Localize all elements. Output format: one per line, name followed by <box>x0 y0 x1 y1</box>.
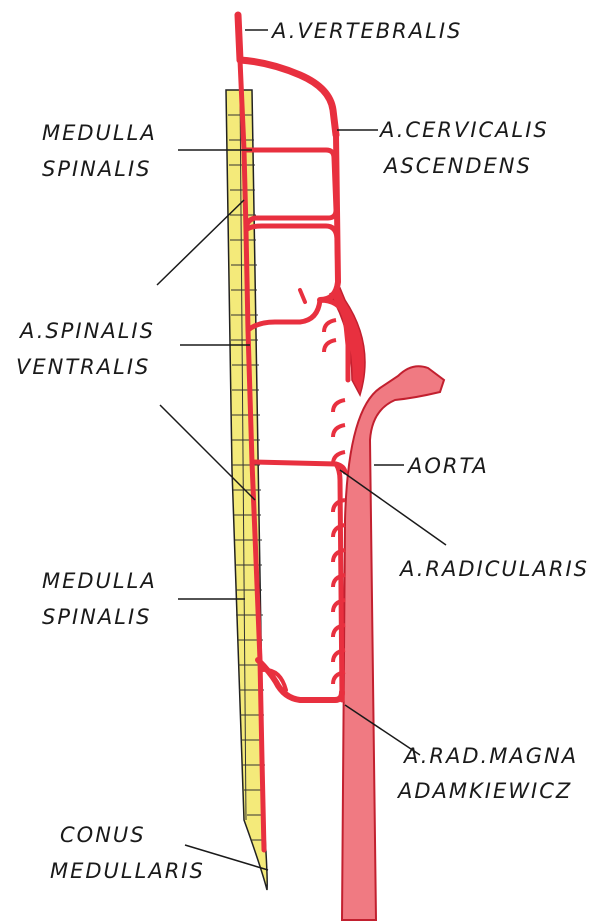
aorta-body <box>342 366 444 920</box>
label-spinalis-line1: A.SPINALIS <box>18 319 155 343</box>
segmental-artery-3 <box>248 300 320 330</box>
label-medulla-top-line2: SPINALIS <box>42 157 152 181</box>
segmental-artery-2 <box>246 226 338 282</box>
a-vertebralis <box>238 15 240 60</box>
label-medulla-low-line2: SPINALIS <box>42 605 152 629</box>
label-cervicalis-line1: A.CERVICALIS <box>378 118 549 142</box>
label-medulla-top-line1: MEDULLA <box>42 121 157 145</box>
a-radicularis <box>252 462 345 472</box>
label-aorta: AORTA <box>406 454 489 478</box>
segmental-artery-1 <box>244 150 336 230</box>
label-magna-line2: ADAMKIEWICZ <box>396 779 572 803</box>
a-rad-magna-adamkiewicz <box>258 660 342 700</box>
small-branch-a <box>300 290 305 302</box>
a-vertebralis-arc <box>240 60 336 135</box>
radicular-vertical <box>336 464 342 700</box>
label-conus-line2: MEDULLARIS <box>50 859 205 883</box>
label-spinalis-line2: VENTRALIS <box>16 355 150 379</box>
label-cervicalis-line2: ASCENDENS <box>382 154 532 178</box>
label-a-vertebralis: A.VERTEBRALIS <box>270 19 462 43</box>
aorta <box>330 288 444 920</box>
label-medulla-low-line1: MEDULLA <box>42 569 157 593</box>
label-magna-line1: A.RAD.MAGNA <box>402 744 578 768</box>
label-conus-line1: CONUS <box>60 823 146 847</box>
label-radicularis: A.RADICULARIS <box>398 557 589 581</box>
